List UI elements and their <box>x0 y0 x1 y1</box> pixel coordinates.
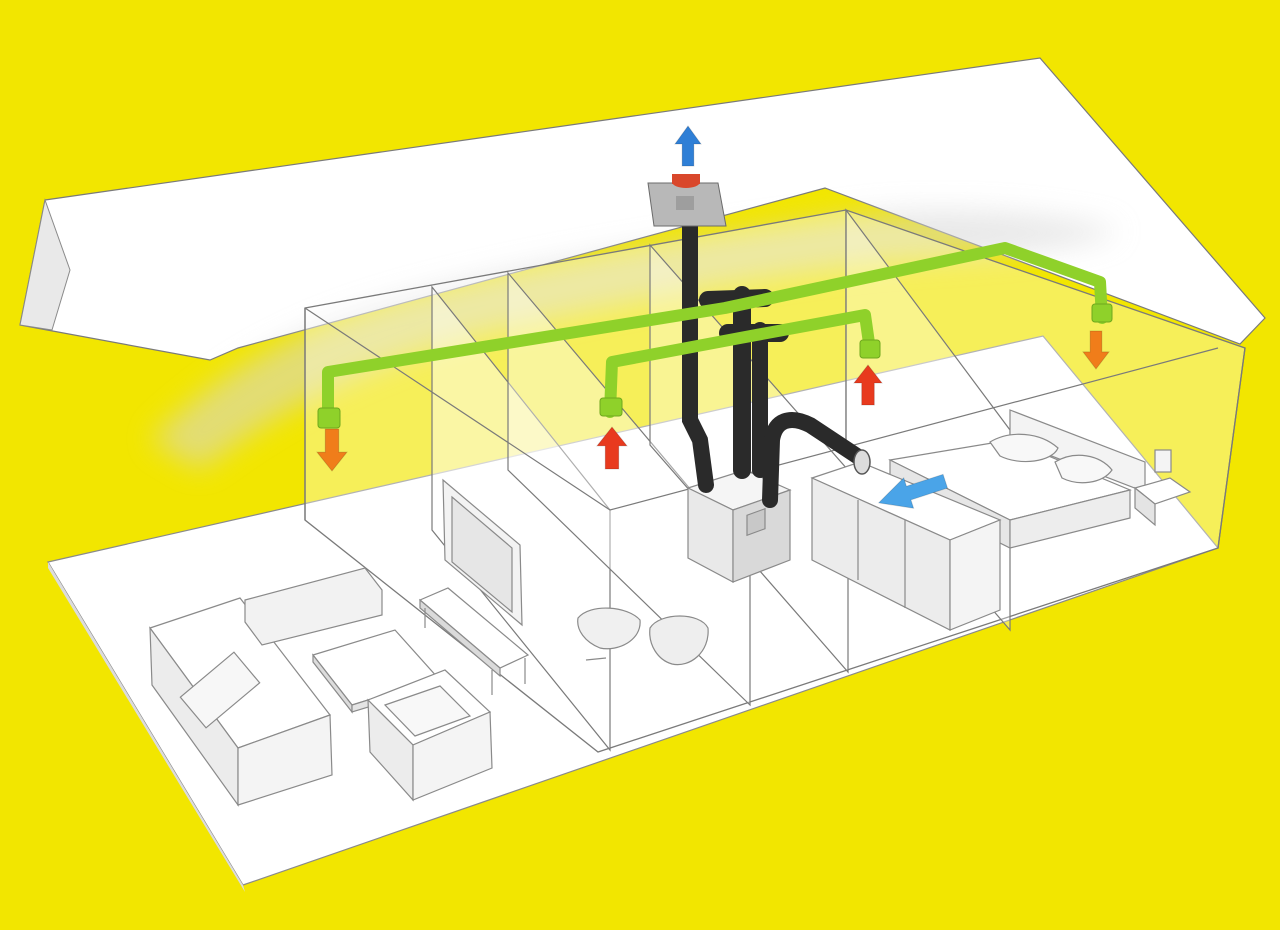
arrow-supply-bedroom-icon <box>1081 330 1111 370</box>
airflow-arrows <box>315 125 1111 509</box>
sofa <box>149 567 383 807</box>
exhaust-intake-cap <box>853 449 871 475</box>
roof-vent <box>647 174 727 227</box>
tv-bench <box>418 587 530 695</box>
bathroom <box>577 607 709 666</box>
armchair <box>366 669 493 802</box>
arrow-fresh-air-intake-icon <box>877 473 949 509</box>
supply-ducts <box>322 242 1108 428</box>
exhaust-ducts <box>682 217 868 508</box>
arrow-extract-bathroom-1-icon <box>595 426 629 470</box>
duct-terminals <box>317 303 1113 429</box>
roof <box>19 57 1266 471</box>
washbasin <box>577 607 641 661</box>
arrow-to-outside-icon <box>674 125 702 167</box>
nightstand <box>1133 449 1192 527</box>
toilet <box>649 615 709 666</box>
living-room <box>149 478 530 807</box>
tv <box>442 478 523 627</box>
arrow-supply-living-icon <box>315 428 349 472</box>
arrow-extract-bathroom-2-icon <box>852 364 884 406</box>
